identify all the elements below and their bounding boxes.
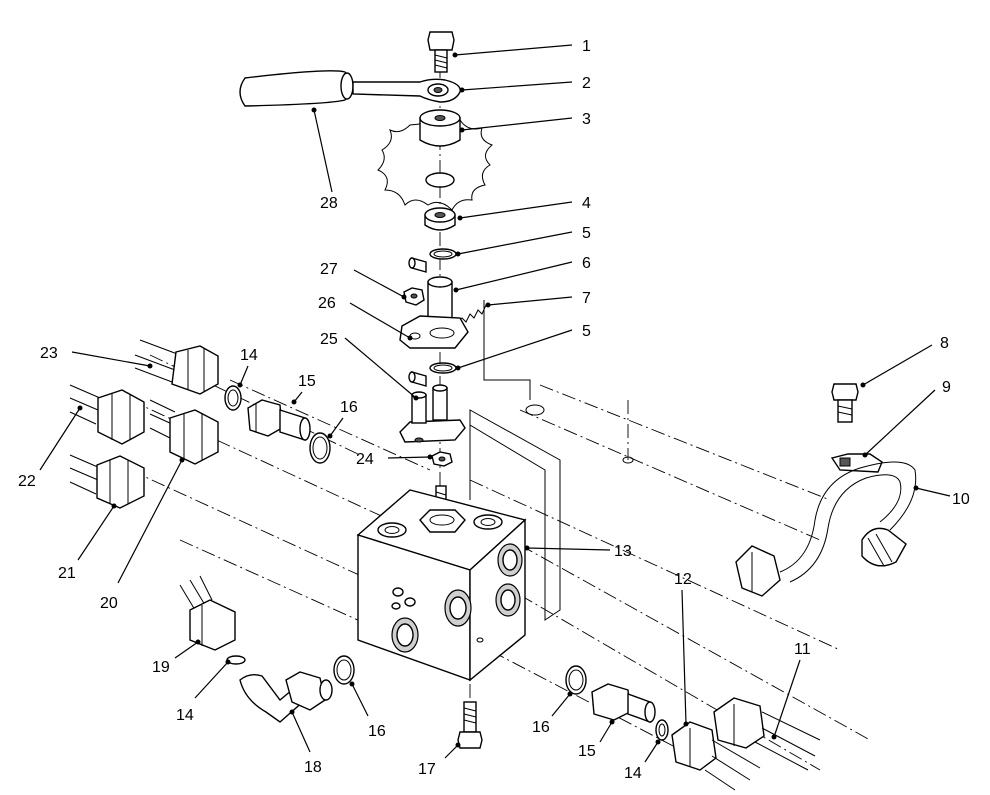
part-24-nut bbox=[431, 451, 453, 467]
panel-cutout bbox=[377, 119, 493, 211]
part-25-cam-bracket bbox=[399, 384, 466, 443]
part-17-bolt bbox=[457, 701, 483, 749]
callout-4: 4 bbox=[582, 195, 591, 212]
callout-16-lower-left: 16 bbox=[368, 723, 386, 740]
callout-3: 3 bbox=[582, 111, 591, 128]
callout-14-lower-left: 14 bbox=[176, 707, 194, 724]
part-5-lower-ring bbox=[408, 362, 457, 387]
callout-26: 26 bbox=[318, 295, 336, 312]
part-27-nut bbox=[403, 287, 425, 306]
callout-18: 18 bbox=[304, 759, 322, 776]
part-1-bolt bbox=[427, 31, 455, 73]
callout-24: 24 bbox=[356, 451, 374, 468]
part-28-handle-grip bbox=[239, 70, 354, 107]
callout-22: 22 bbox=[18, 473, 36, 490]
part-14-oring-lower-right bbox=[655, 719, 669, 741]
callout-10: 10 bbox=[952, 491, 970, 508]
callout-23: 23 bbox=[40, 345, 58, 362]
part-4-collar bbox=[424, 207, 456, 231]
callout-14-lower-right: 14 bbox=[624, 765, 642, 782]
callout-2: 2 bbox=[582, 75, 591, 92]
part-15-fitting-upper bbox=[247, 399, 311, 441]
part-6-shaft bbox=[427, 276, 453, 333]
part-14-oring-upper bbox=[224, 385, 242, 411]
callout-6: 6 bbox=[582, 255, 591, 272]
part-16-oring-lower-left bbox=[333, 655, 355, 685]
part-16-oring-lower-right bbox=[565, 665, 587, 695]
part-2-lever-arm bbox=[352, 78, 461, 103]
part-26-detent-plate bbox=[399, 315, 469, 349]
callout-13: 13 bbox=[614, 543, 632, 560]
part-12-hose bbox=[671, 721, 761, 791]
part-19-hose bbox=[179, 575, 236, 651]
callout-16-lower-right: 16 bbox=[532, 719, 550, 736]
callout-17: 17 bbox=[418, 761, 436, 778]
part-5-upper-ring bbox=[408, 248, 457, 273]
callout-7: 7 bbox=[582, 290, 591, 307]
callout-20: 20 bbox=[100, 595, 118, 612]
part-13-valve-block bbox=[356, 489, 527, 682]
part-9-clamp bbox=[830, 453, 883, 473]
part-20-hose bbox=[149, 399, 219, 465]
callout-5-lower: 5 bbox=[582, 323, 591, 340]
part-10-tube bbox=[735, 461, 917, 597]
part-16-oring-upper bbox=[309, 432, 331, 464]
part-8-bolt bbox=[831, 383, 859, 423]
callout-14-upper: 14 bbox=[240, 347, 258, 364]
callout-12: 12 bbox=[674, 571, 692, 588]
callout-16-upper: 16 bbox=[340, 399, 358, 416]
callout-5-upper: 5 bbox=[582, 225, 591, 242]
callout-27: 27 bbox=[320, 261, 338, 278]
part-3-spacer bbox=[419, 109, 461, 147]
part-18-elbow-fitting bbox=[239, 671, 333, 723]
part-11-hose bbox=[713, 697, 821, 771]
callout-28: 28 bbox=[320, 195, 338, 212]
part-15-fitting-lower bbox=[591, 683, 656, 723]
callout-9: 9 bbox=[942, 379, 951, 396]
callout-8: 8 bbox=[940, 335, 949, 352]
callout-11: 11 bbox=[794, 641, 811, 658]
callout-labels: 1 2 3 4 5 6 7 5 8 9 10 11 12 13 14 14 14… bbox=[18, 38, 970, 782]
part-23-hose bbox=[134, 339, 219, 395]
callout-1: 1 bbox=[582, 38, 591, 55]
callout-21: 21 bbox=[58, 565, 76, 582]
callout-25: 25 bbox=[320, 331, 338, 348]
part-21-hose bbox=[69, 454, 145, 509]
mounting-plate bbox=[469, 300, 634, 621]
callout-19: 19 bbox=[152, 659, 170, 676]
part-22-hose bbox=[69, 384, 145, 445]
callout-15-lower: 15 bbox=[578, 743, 596, 760]
leader-lines bbox=[39, 44, 951, 763]
callout-15-upper: 15 bbox=[298, 373, 316, 390]
